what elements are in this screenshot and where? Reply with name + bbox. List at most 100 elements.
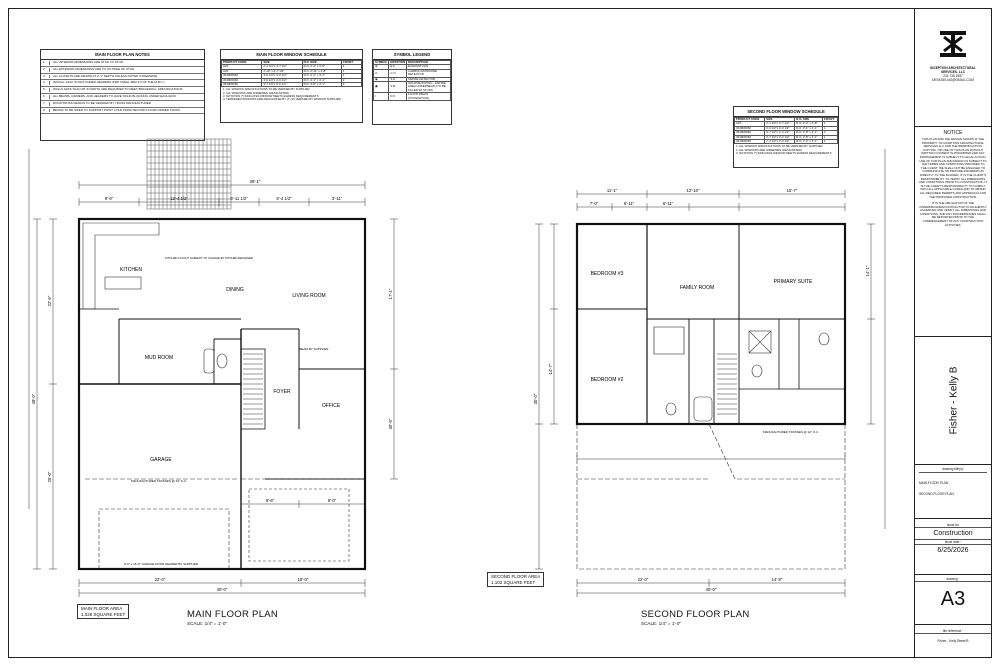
company-logo-icon [940, 31, 966, 57]
issue-for-label: issue for [915, 519, 991, 528]
main-floor-area-label: MAIN FLOOR AREA [81, 606, 123, 611]
schedule-note: 3. NOTATION (*) INDICATES WINDOW MEETS E… [223, 94, 319, 99]
dim-second-right-a: 14'-1" [865, 265, 870, 276]
dim-main-top-total: 39'-1" [250, 179, 261, 184]
dim-main-bottom-total: 40'-0" [217, 587, 228, 592]
dim-main-top-b: 12'-4 1/2" [170, 196, 188, 201]
room-label-foyer: FOYER [273, 389, 291, 395]
dim-second-top-c: 15'-7" [787, 188, 798, 193]
table-cell: ▣ [372, 81, 390, 94]
dim-main-right-b: 30'-5" [388, 418, 393, 429]
dim-main-top-d: 6'-4 1/2" [276, 196, 292, 201]
second-window-schedule: SECOND FLOOR WINDOW SCHEDULE PRODUCT COD… [733, 106, 839, 168]
table-header-cell: COUNT [821, 116, 839, 123]
room-label-primary: PRIMARY SUITE [774, 279, 813, 285]
drawing-titles-label: drawing title(s): [919, 467, 987, 473]
table-cell: 3640D6060 [733, 138, 766, 145]
sheet-section: drawing : A3 [915, 575, 991, 625]
room-label-bedroom-2: BEDROOM #2 [591, 377, 624, 383]
dim-second-bottom-total: 40'-0" [706, 587, 717, 592]
table-header-cell: COUNT [340, 59, 363, 66]
room-label-garage: GARAGE [150, 457, 172, 463]
dim-main-front-a: 9'-6" [266, 498, 275, 503]
note-text: ALL EXTERIOR DIMENSIONS ARE TO OUTSIDE O… [53, 66, 135, 71]
schedule-note: 1. ALL WINDOW SPECIFICATIONS TO BE VERIF… [736, 144, 823, 149]
note-number: 3 [43, 74, 50, 79]
room-label-dining: DINING [226, 287, 244, 293]
note-text: ALL INTERIOR DIMENSIONS ARE STUD TO STUD [53, 60, 123, 64]
second-floor-plan-scale: SCALE: 1/4" = 1'-0" [641, 621, 682, 626]
company-name: INCEPTION ARCHITECTURAL SERVICES, LLC [930, 66, 976, 74]
table-cell: 3'-7 1/2"x 4'-0 1/2" [261, 81, 303, 88]
company-email: DESIGNS.IAS@GMAIL.COM [932, 78, 974, 82]
dim-main-bottom-a: 22'-0" [155, 577, 166, 582]
note-garage-door: 9'-0" x 16'-0" GARAGE DOOR HEADER BY SUP… [124, 562, 199, 566]
note-second-trusses: MANUFACTURED TRUSSES @ 24" O.C. [763, 430, 819, 434]
note-beam: BEAM BY SUPPLIER [300, 347, 330, 351]
note-text: INSTALL JACK STUDS UNDER HEADERS (PER TA… [53, 80, 165, 85]
table-cell: SOLID BLOCKING - ENTIRE AREA UNDERNEATH … [406, 81, 451, 94]
second-fixtures [665, 330, 830, 422]
table-cell: 7'-1 1/2"x 4'-0 1/2" [764, 138, 796, 145]
dim-main-front-b: 8'-0" [328, 498, 337, 503]
file-ref-value: Fisher - Kelly Street B [937, 639, 969, 643]
issue-date-value: 6/25/2026 [937, 547, 969, 554]
notice-text: THIS PLAN AND THE DESIGN SHOWN IS THE PR… [919, 137, 987, 199]
schedule-note: 2. ALL WINDOWS ARE ANDERSEN (DESIGNATED) [736, 147, 802, 152]
dim-second-top-e: 6'-11" [624, 201, 635, 206]
main-dim-lines [28, 149, 398, 597]
dim-second-top-a: 11'-1" [607, 188, 618, 193]
table-cell: 3'-0 1/2"x 4'-0 1/2" [261, 77, 303, 84]
table-cell: 3'-0 1/2"x 4'-0 1/2" [764, 125, 796, 132]
room-label-office: OFFICE [322, 403, 341, 409]
room-label-family: FAMILY ROOM [680, 285, 714, 291]
dim-main-left-total: 48'-0" [31, 393, 36, 404]
note-number: 4 [43, 81, 50, 86]
floor-plans-svg: KITCHEN DINING LIVING ROOM MUD ROOM FOYE… [28, 138, 886, 597]
issue-section: issue for Construction issue date : 6/25… [915, 519, 991, 575]
dim-main-right-a: 17'-1" [388, 288, 393, 299]
second-floor-plan-title: SECOND FLOOR PLAN [641, 609, 750, 620]
deck-grid [146, 138, 232, 210]
notice-section: NOTICE THIS PLAN AND THE DESIGN SHOWN IS… [915, 127, 991, 337]
drawing-label: drawing : [915, 575, 991, 582]
symbol-legend-title: SYMBOL LEGEND [373, 50, 451, 60]
table-cell: 2'-1 1/2"x 4'-7 1/2" [261, 64, 303, 70]
table-header-cell: PRODUCT CODE [220, 59, 263, 66]
main-floor-area: MAIN FLOOR AREA 1,026 SQUARE FEET [77, 604, 130, 619]
note-number: 2 [43, 67, 50, 72]
drawing-title-1: MAIN FLOOR PLAN [919, 481, 949, 485]
client-section: Fisher - Kelly B [915, 337, 991, 465]
note-text: BEAMS TO BE SIZED TO SUPPORT POINT LOAD … [53, 107, 180, 112]
kitchen-cabinets [82, 222, 228, 374]
room-label-living: LIVING ROOM [292, 293, 325, 299]
note-text: WALLS LESS THAN 48" IN WIDTH ARE REQUIRE… [53, 87, 183, 92]
table-cell: FLOOR DRAIN (FOUNDATION) [406, 92, 451, 102]
garage-door [85, 478, 365, 569]
table-cell: 3'-0 1/2"x 4'-0 1/2" [261, 73, 303, 79]
note-number: 6 [43, 94, 50, 99]
company-section: INCEPTION ARCHITECTURAL SERVICES, LLC 23… [915, 9, 991, 127]
table-cell: ⌇ [372, 92, 390, 102]
main-stairs [243, 353, 263, 425]
room-label-mud: MUD ROOM [145, 355, 173, 361]
file-ref-section: file reference : Fisher - Kelly Street B [915, 625, 991, 655]
table-cell: 2'-10" x 4'-7 1/2" [261, 68, 303, 75]
note-number: 7 [43, 101, 50, 106]
room-label-bedroom-3: BEDROOM #3 [591, 271, 624, 277]
note-text: ROOF/TRUSS DESIGN TO BE VERIFIED BY TRUS… [53, 100, 151, 105]
table-row: ⌇F.D.FLOOR DRAIN (FOUNDATION) [372, 92, 451, 102]
schedule-note: 1. ALL WINDOW SPECIFICATIONS TO BE VERIF… [223, 87, 310, 92]
